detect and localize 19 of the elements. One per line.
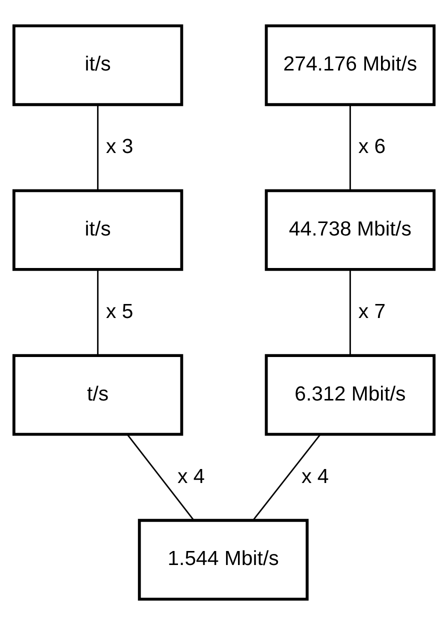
connector: [349, 270, 351, 356]
connector: [349, 104, 351, 190]
node-box: 1.544 Mbit/s: [138, 518, 309, 601]
edge-label: x 3: [106, 136, 134, 158]
edge-label: x 5: [106, 300, 134, 323]
connector: [97, 104, 99, 190]
node-box: 6.312 Mbit/s: [264, 354, 436, 436]
node-box: 44.738 Mbit/s: [264, 189, 436, 271]
connector: [252, 434, 321, 520]
edge-label: x 7: [358, 300, 386, 323]
node-box: it/s: [12, 24, 184, 106]
node-box: it/s: [12, 189, 184, 271]
node-box: t/s: [12, 354, 184, 436]
connector: [97, 270, 99, 356]
edge-label: x 4: [301, 466, 329, 488]
edge-label: x 6: [358, 136, 386, 158]
node-box: 274.176 Mbit/s: [264, 24, 436, 106]
connector: [126, 434, 194, 520]
edge-label: x 4: [177, 466, 205, 488]
